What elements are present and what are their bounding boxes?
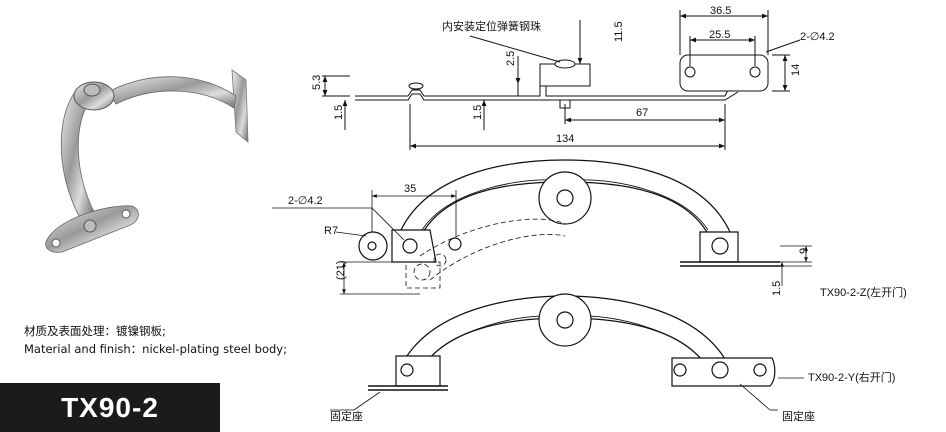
label-base-right: 固定座: [782, 409, 815, 423]
dim-14: 14: [790, 64, 802, 76]
dim-67: 67: [636, 107, 648, 119]
dim-11-5: 11.5: [613, 21, 625, 42]
product-photo: [45, 69, 249, 253]
model-number: TX90-2: [61, 391, 159, 423]
dim-25-5: 25.5: [709, 29, 730, 41]
dim-1-5-side: 1.5: [771, 281, 783, 296]
dim-9: 9: [798, 248, 810, 254]
dim-1-5-left: 1.5: [333, 105, 345, 120]
dim-36-5: 36.5: [710, 5, 731, 17]
top-view-drawing: [322, 10, 801, 150]
side-view-right-drawing: [330, 293, 804, 411]
label-right-opening: TX90-2-Y(右开门): [808, 370, 895, 384]
dim-35: 35: [404, 183, 416, 195]
spring-ball-callout: 内安装定位弹簧钢珠: [442, 19, 541, 33]
dim-1-5-mid: 1.5: [472, 105, 484, 120]
model-number-badge: TX90-2: [0, 383, 220, 432]
material-zh: 材质及表面处理：镀镍钢板;: [24, 324, 166, 338]
dim-134: 134: [556, 133, 574, 145]
dim-r7: R7: [324, 225, 338, 237]
dim-5-3: 5.3: [311, 75, 323, 90]
material-en: Material and finish：nickel-plating steel…: [24, 342, 287, 356]
label-left-opening: TX90-2-Z(左开门): [820, 285, 907, 299]
label-base-left: 固定座: [330, 409, 363, 423]
material-note: 材质及表面处理：镀镍钢板; Material and finish：nickel…: [24, 322, 287, 358]
dim-2-5: 2.5: [505, 51, 517, 66]
dim-21: (21): [335, 260, 347, 280]
dim-holes-top: 2-∅4.2: [800, 31, 835, 43]
dim-holes-side: 2-∅4.2: [288, 195, 323, 207]
side-view-left-drawing: [272, 159, 812, 295]
